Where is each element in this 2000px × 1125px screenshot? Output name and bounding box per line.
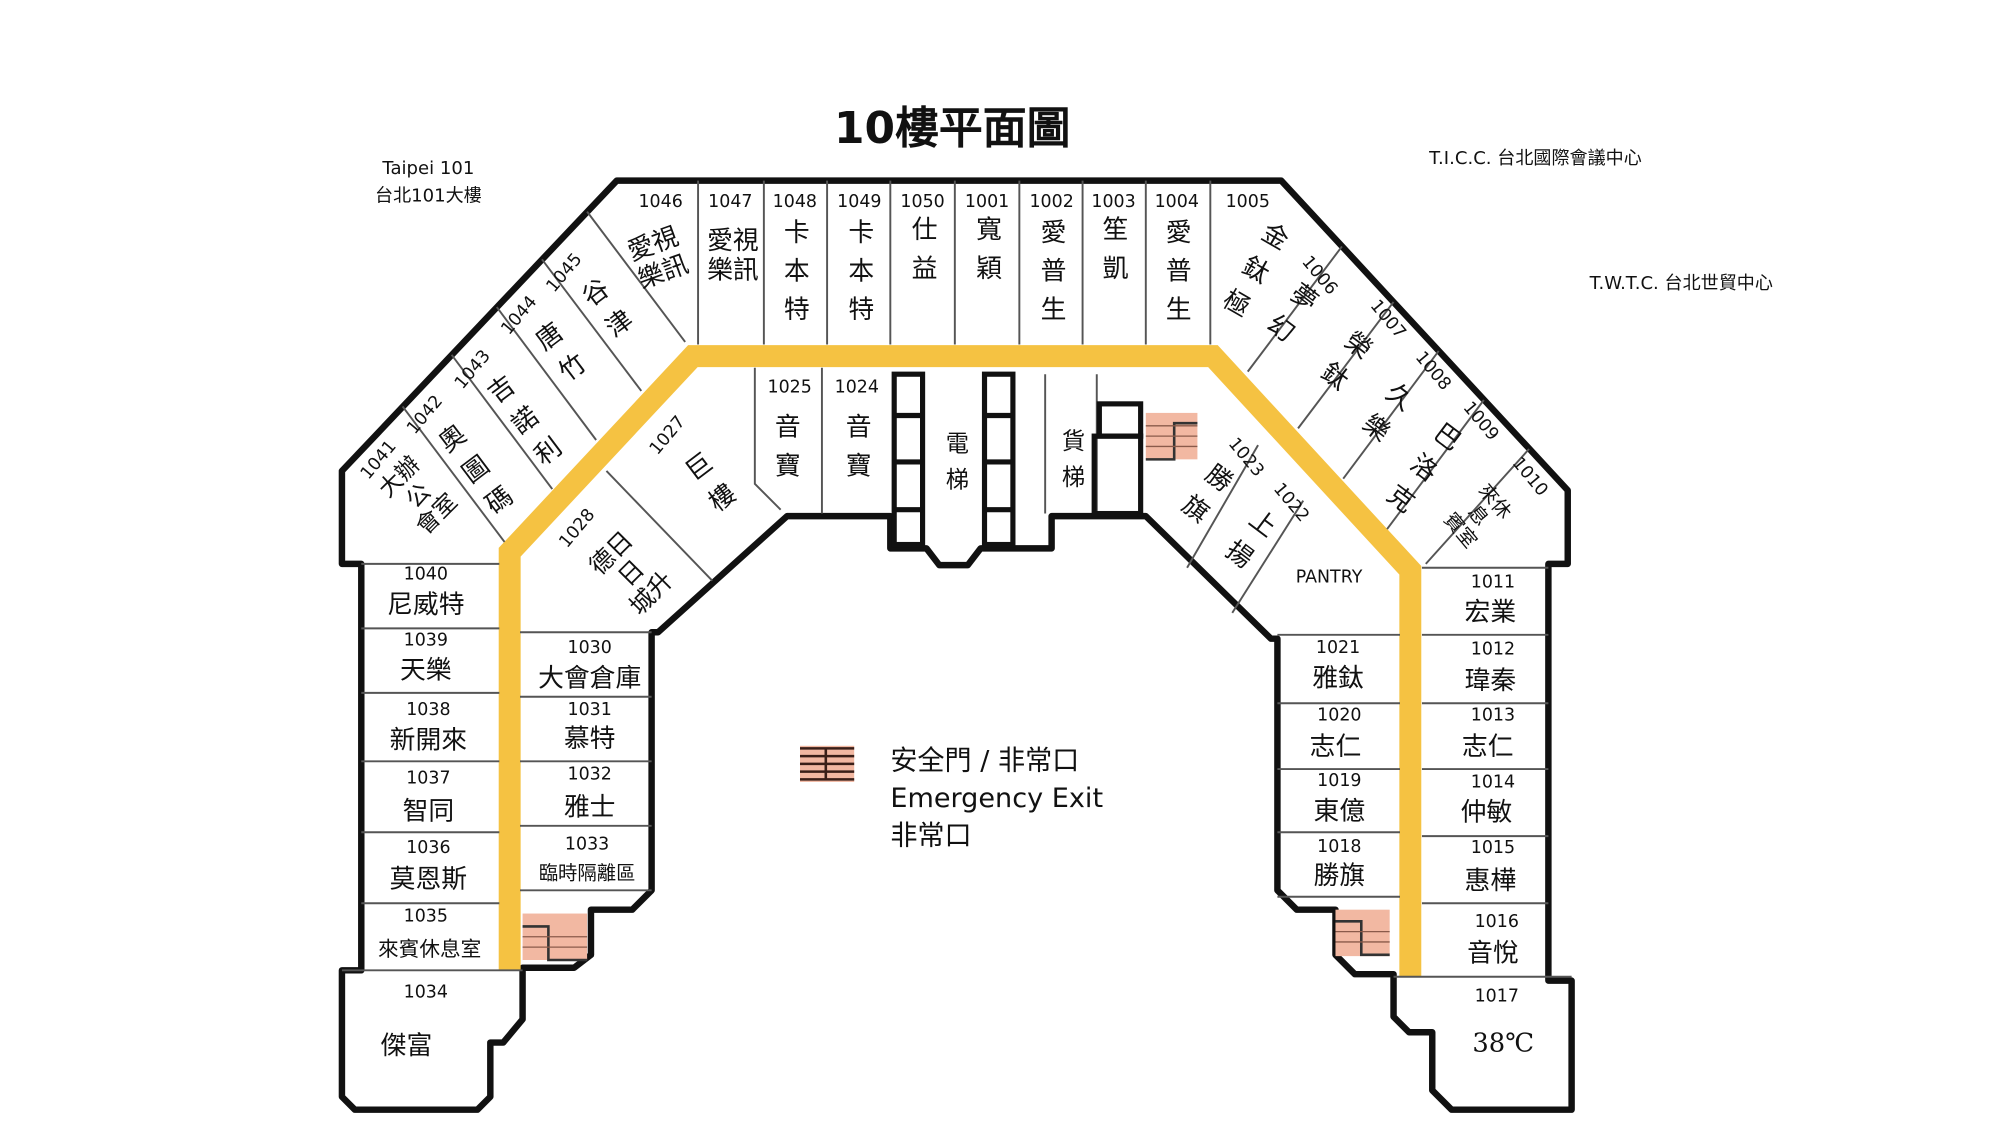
room-name: 卡本特 — [843, 218, 875, 335]
room-number: 1033 — [564, 833, 610, 855]
room-number: 1048 — [772, 191, 818, 212]
room-number: 1004 — [1154, 191, 1199, 212]
room-name: 慕特 — [563, 722, 616, 754]
room-name: 宏業 — [1464, 596, 1517, 628]
room-number: 1020 — [1317, 704, 1362, 726]
room-number: 1017 — [1474, 986, 1519, 1007]
room-number: 1002 — [1029, 191, 1074, 212]
room-name: 瑋秦 — [1464, 664, 1517, 696]
corridor — [498, 345, 1422, 977]
room-name: 臨時隔離區 — [538, 861, 636, 885]
stair-icon — [1335, 909, 1390, 957]
room-name: 音寶 — [770, 412, 802, 491]
room-number: 1039 — [403, 629, 448, 651]
room-number: 1038 — [406, 699, 451, 721]
room-name: 來賓休息室 — [378, 936, 482, 962]
room-number: 1047 — [708, 191, 753, 212]
room-name: 愛普生 — [1161, 218, 1193, 335]
legend-line-3: 非常口 — [890, 819, 972, 851]
room-number: 1016 — [1474, 911, 1519, 932]
page-title: 10樓平面圖 — [833, 103, 1071, 155]
room-name: 志仁 — [1309, 730, 1362, 762]
room-name: 愛視樂訊 — [707, 224, 759, 286]
room-name: 寬穎 — [971, 215, 1003, 293]
room-name: 愛普生 — [1036, 218, 1068, 335]
room-name: 音悅 — [1467, 936, 1519, 968]
legend-line-2: Emergency Exit — [890, 782, 1104, 814]
room-number: 1049 — [837, 191, 882, 212]
room-name: 雅鈦 — [1312, 661, 1364, 693]
room-number: 1032 — [567, 764, 612, 785]
room-number: 1035 — [403, 906, 448, 927]
room-name: 大會倉庫 — [538, 661, 642, 693]
room-name: 惠樺 — [1464, 864, 1517, 896]
room-name: 天樂 — [399, 654, 452, 686]
room-number: 1005 — [1225, 191, 1270, 212]
pantry-label: PANTRY — [1295, 566, 1363, 588]
landmark-taipei101-en: Taipei 101 — [382, 158, 475, 180]
room-number: 1030 — [567, 637, 612, 659]
room-number: 1034 — [403, 982, 448, 1003]
room-name: 志仁 — [1461, 730, 1514, 762]
room-number: 1036 — [406, 837, 451, 859]
stair-icon — [1145, 412, 1198, 461]
room-name: 雅士 — [563, 790, 616, 822]
room-name: 新開來 — [389, 723, 468, 755]
room-number: 1037 — [406, 768, 451, 789]
emergency-exit-legend-icon — [799, 745, 855, 782]
room-name: 莫恩斯 — [389, 863, 468, 895]
room-name: 38℃ — [1472, 1027, 1535, 1059]
room-number: 1003 — [1091, 191, 1136, 212]
room-number: 1031 — [567, 699, 612, 721]
room-number: 1012 — [1470, 639, 1516, 660]
room-name: 尼威特 — [387, 588, 465, 620]
room-name: 音寶 — [841, 412, 873, 491]
room-name: 卡本特 — [779, 218, 811, 335]
room-number: 1014 — [1470, 771, 1516, 793]
room-name: 笙凱 — [1098, 215, 1130, 293]
room-number: 1024 — [834, 377, 879, 398]
room-name-line: 愛視 — [707, 224, 759, 256]
room-name: 東億 — [1313, 794, 1366, 826]
room-number: 1011 — [1470, 571, 1516, 593]
room-number: 1013 — [1470, 704, 1516, 726]
room-name: 智同 — [402, 794, 455, 826]
landmark-taipei101-zh: 台北101大樓 — [375, 185, 482, 207]
room-number: 1019 — [1317, 770, 1362, 792]
room-number: 1025 — [767, 377, 812, 398]
stair-icon — [522, 913, 588, 962]
room-dividers — [341, 180, 1572, 978]
room-number: 1015 — [1470, 837, 1516, 859]
room-name: 傑富 — [380, 1029, 433, 1061]
room-name: 勝旗 — [1313, 859, 1366, 891]
landmark-twtc: T.W.T.C. 台北世貿中心 — [1589, 273, 1773, 295]
room-number: 1001 — [964, 191, 1010, 212]
room-name: 仕益 — [907, 215, 939, 293]
legend-line-1: 安全門 / 非常口 — [890, 745, 1080, 777]
elevator-label: 電梯 — [941, 430, 970, 504]
landmark-ticc: T.I.C.C. 台北國際會議中心 — [1429, 148, 1642, 170]
elevator-shafts — [891, 371, 1144, 548]
room-number: 1050 — [900, 191, 945, 212]
room-name-line: 樂訊 — [707, 254, 759, 286]
room-number: 1046 — [638, 191, 683, 212]
room-number: 1040 — [403, 564, 448, 585]
freight-elevator-label: 貨梯 — [1058, 428, 1086, 501]
room-number: 1021 — [1315, 637, 1361, 659]
room-number: 1018 — [1317, 836, 1362, 858]
room-name: 仲敏 — [1460, 796, 1513, 828]
